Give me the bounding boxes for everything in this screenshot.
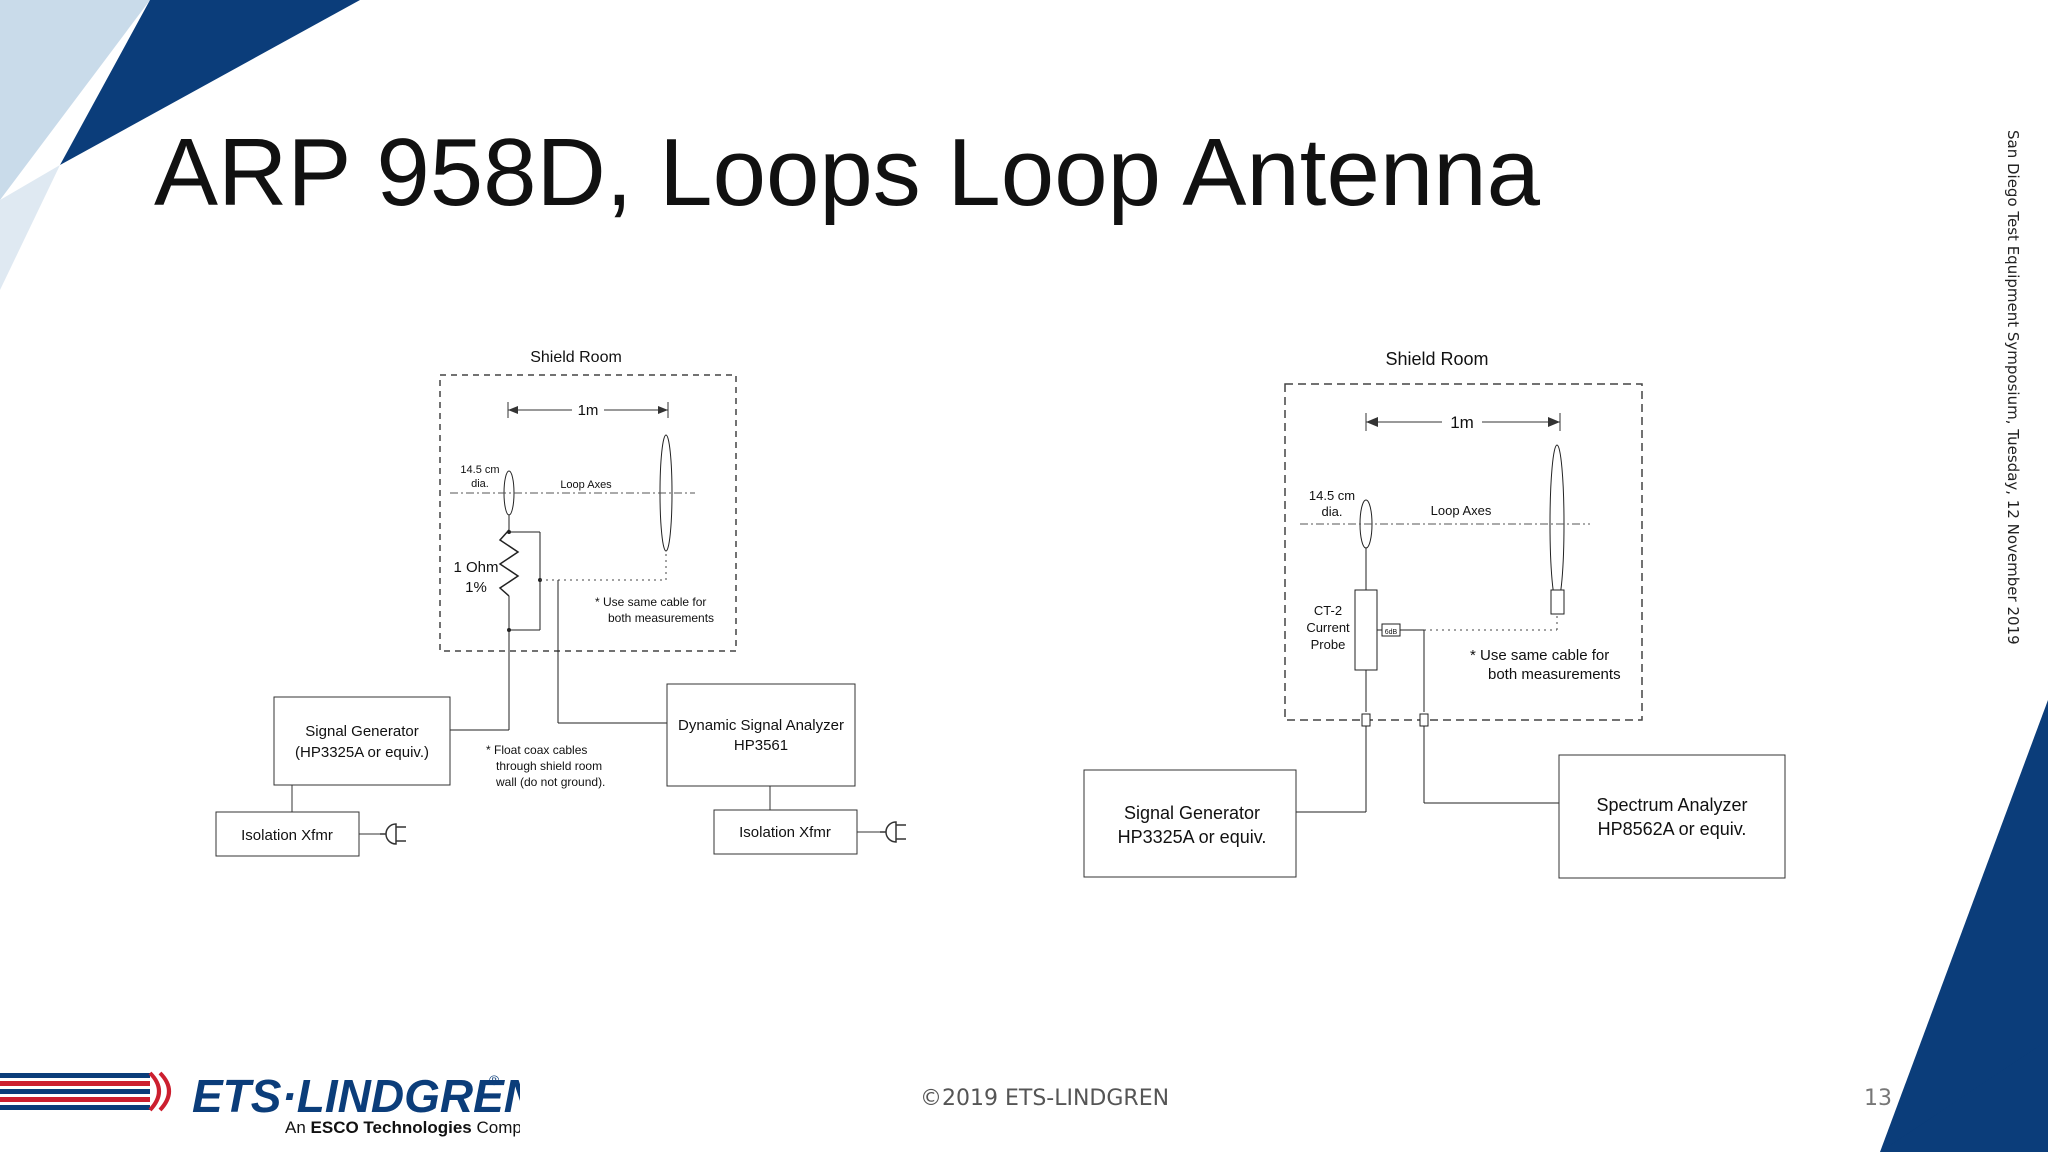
side-note: San Diego Test Equipment Symposium, Tues…: [2004, 130, 2022, 645]
left-distance-label: 1m: [578, 402, 599, 419]
right-loop-size-label: 14.5 cm: [1309, 488, 1355, 503]
right-loop-axes-label: Loop Axes: [1431, 503, 1492, 518]
right-cable-note-line2: both measurements: [1488, 666, 1621, 683]
left-signal-generator-box: [273, 696, 451, 786]
page-number: 13: [1864, 1086, 1892, 1111]
footer-copyright: ©2019 ETS-LINDGREN: [920, 1086, 1170, 1111]
left-loop-dia-label: dia.: [471, 478, 489, 490]
ets-lindgren-logo: ETS·LINDGREN ® An ESCO Technologies Comp…: [0, 1070, 520, 1137]
right-shield-room-label: Shield Room: [1385, 349, 1488, 369]
left-loop-axes-label: Loop Axes: [560, 479, 612, 491]
left-loop-size-label: 14.5 cm: [460, 464, 499, 476]
right-spectrum-analyzer-box: [1558, 754, 1786, 879]
left-isolation-xfmr-label: Isolation Xfmr: [241, 827, 333, 844]
left-shield-room-boundary: [439, 374, 737, 652]
right-attenuator-label: 6dB: [1385, 629, 1398, 636]
left-test-setup-diagram: Shield Room 1m Loop Axes 14.5 cm dia. 1 …: [215, 349, 906, 857]
left-float-note-line2: through shield room: [496, 759, 602, 773]
logo-registered-mark: ®: [489, 1072, 500, 1088]
logo-tagline: An ESCO Technologies Company: [285, 1118, 520, 1137]
plug-icon: [380, 823, 406, 845]
right-current-probe: [1354, 589, 1378, 671]
left-cable-note-line1: * Use same cable for: [595, 595, 706, 609]
right-distance-label: 1m: [1450, 413, 1474, 432]
left-isolation-xfmr-box: [215, 811, 360, 857]
left-float-note-line1: * Float coax cables: [486, 743, 587, 757]
left-resistor-value: 1 Ohm: [453, 559, 498, 576]
left-signal-generator-label: Signal Generator: [305, 723, 418, 740]
left-cable-note-line2: both measurements: [608, 611, 714, 625]
right-cable-note-line1: * Use same cable for: [1470, 647, 1609, 664]
right-isolation-xfmr-label: Isolation Xfmr: [739, 824, 831, 841]
left-resistor: [498, 529, 520, 597]
left-resistor-tolerance: 1%: [465, 579, 487, 596]
right-test-setup-diagram: Shield Room 1m Loop Axes 14.5 cm dia. CT…: [1083, 349, 1786, 879]
left-analyzer-model: HP3561: [734, 737, 788, 754]
right-signal-generator-box: [1083, 769, 1297, 878]
right-probe-label-line2: Current: [1306, 620, 1350, 635]
right-spectrum-analyzer-label: Spectrum Analyzer: [1596, 795, 1747, 815]
right-shield-room-boundary: [1284, 383, 1643, 721]
right-probe-label-line3: Probe: [1311, 637, 1346, 652]
right-attenuator-6db-at-loop: [1550, 589, 1565, 615]
slide-title: ARP 958D, Loops Loop Antenna: [154, 119, 1540, 226]
left-shield-room-label: Shield Room: [530, 349, 622, 366]
left-analyzer-label: Dynamic Signal Analyzer: [678, 717, 844, 734]
right-probe-label-line1: CT-2: [1314, 603, 1342, 618]
right-loop-dia-label: dia.: [1322, 504, 1343, 519]
logo-text: ETS·LINDGREN: [192, 1070, 520, 1122]
left-signal-generator-model: (HP3325A or equiv.): [295, 744, 429, 761]
plug-icon: [880, 821, 906, 843]
right-signal-generator-model: HP3325A or equiv.: [1118, 827, 1267, 847]
left-float-note-line3: wall (do not ground).: [495, 775, 605, 789]
right-spectrum-analyzer-model: HP8562A or equiv.: [1598, 819, 1747, 839]
left-analyzer-box: [666, 683, 856, 787]
right-signal-generator-label: Signal Generator: [1124, 803, 1260, 823]
